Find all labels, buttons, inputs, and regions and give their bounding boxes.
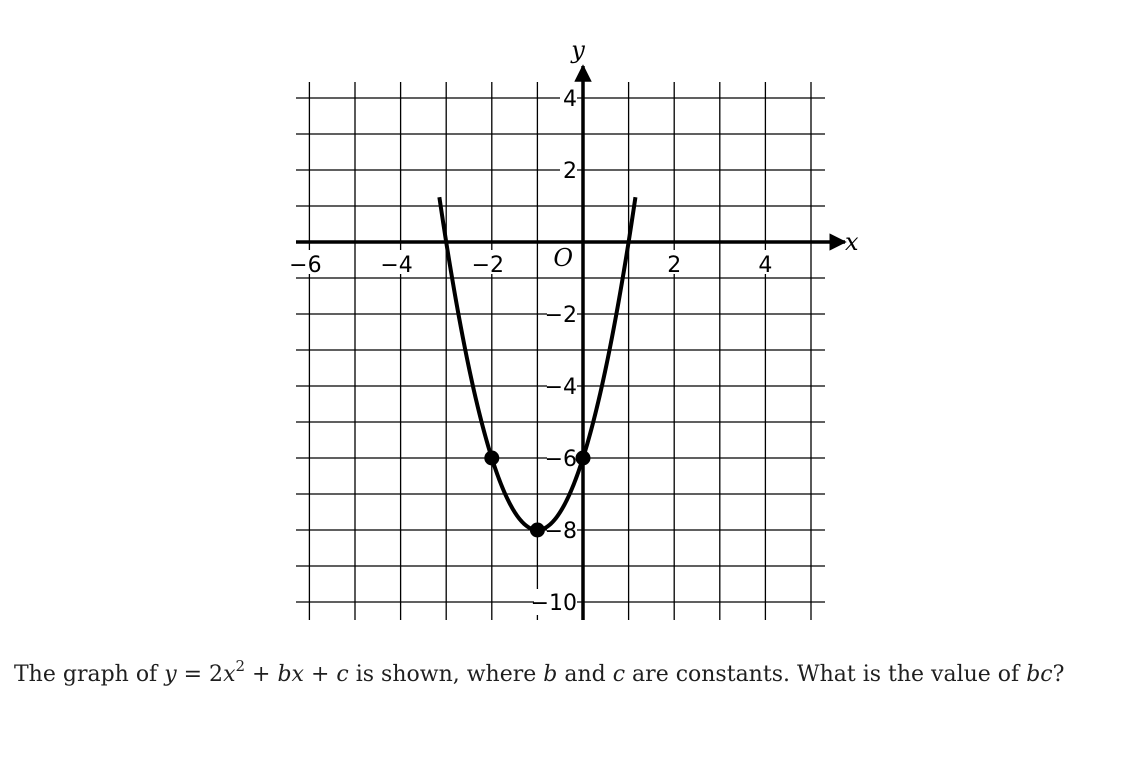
question-part3: and [557,662,613,687]
x-tick-bg--4 [381,250,412,274]
y-tick-label--8: −8 [545,519,577,544]
eq-plus-2: + [303,662,337,687]
x-tick-bg--6 [290,250,321,274]
x-tick-label--2: −2 [472,253,504,278]
eq-c: c [336,662,349,687]
origin-label: O [553,244,573,272]
y-axis-label: y [570,36,585,64]
var-c: c [612,662,626,687]
y-tick-bg--4 [547,373,577,399]
x-tick-bg--2 [472,250,503,274]
y-tick-bg--10 [534,589,577,615]
question-part4: are constants. What is the value of [625,662,1027,687]
label-backgrounds [290,85,774,615]
x-axis-label: x [845,228,859,256]
var-bc: bc [1026,662,1053,687]
x-tick-label--6: −6 [289,253,321,278]
question-part2: is shown, where [348,662,544,687]
y-tick-label--4: −4 [545,375,577,400]
x-tick-label-4: 4 [758,253,772,278]
axes [296,64,847,620]
eq-exponent: 2 [235,657,246,675]
y-tick-label-2: 2 [563,159,577,184]
y-tick-label--10: −10 [531,591,577,616]
y-tick-label-4: 4 [563,87,577,112]
x-tick-bg-2 [665,250,683,274]
question-part1: The graph of [14,662,165,687]
equation: y = 2x2 + bx + c [164,659,349,688]
data-point-0 [484,450,500,466]
y-tick-label--2: −2 [545,303,577,328]
y-tick-bg--2 [547,301,577,327]
parabola-graph: −6 −4 −2 2 4 4 2 −2 −4 −6 −8 −10 Ox y [289,36,859,620]
question-part5: ? [1052,662,1065,687]
eq-equals-2: = 2 [176,662,224,687]
x-tick-label--4: −4 [380,253,412,278]
eq-plus-1: + [245,662,278,687]
eq-x: x [223,662,236,687]
y-tick-bg--6 [547,445,577,471]
var-b: b [543,662,558,687]
y-tick-label--6: −6 [545,447,577,472]
y-tick-bg-2 [560,157,577,183]
data-point-2 [575,450,591,466]
y-tick-bg-4 [560,85,577,111]
data-point-1 [529,522,545,538]
eq-x2: x [291,662,304,687]
x-tick-label-2: 2 [667,253,681,278]
points-layer [484,450,591,538]
x-tick-bg-4 [756,250,774,274]
labels-layer: −6 −4 −2 2 4 4 2 −2 −4 −6 −8 −10 Ox y [289,36,859,616]
eq-y: y [164,662,177,687]
eq-b: b [277,662,292,687]
question-text: The graph of y = 2x2 + bx + c is shown, … [14,658,1104,692]
